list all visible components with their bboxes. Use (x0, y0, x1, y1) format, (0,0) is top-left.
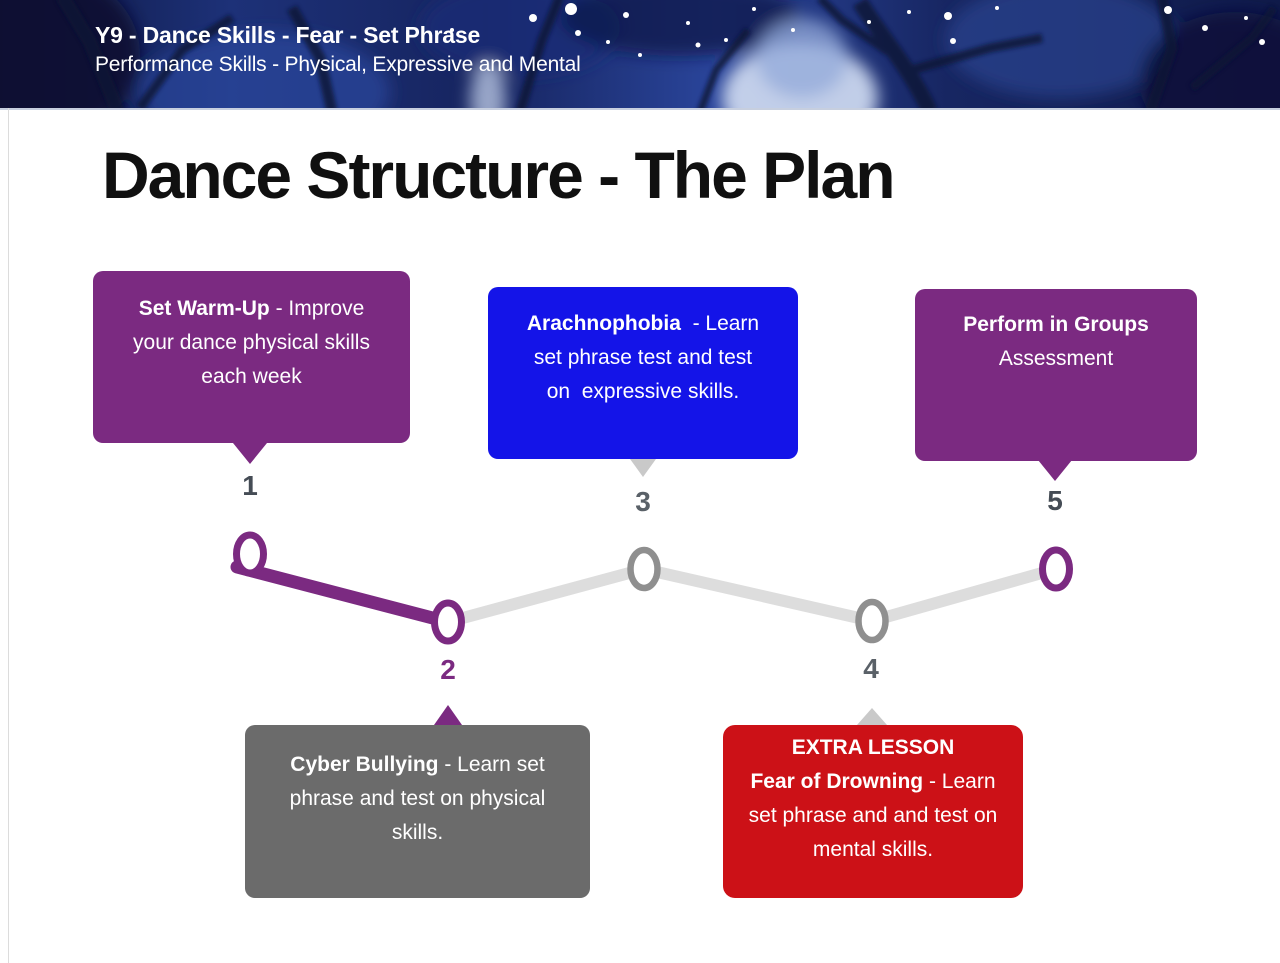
timeline-segment-gray (442, 562, 1062, 628)
callout-step-4: EXTRA LESSON Fear of Drowning - Learn set … (723, 725, 1023, 898)
paint-splatter-dots (450, 3, 1265, 57)
callout-text-line: Assessment (998, 347, 1114, 370)
header-watercolor-art (0, 0, 1280, 108)
callout-step-2: Cyber Bullying - Learn set phrase and tes… (245, 725, 590, 898)
slide-header-banner: Y9 - Dance Skills - Fear - Set Phrase Pe… (0, 0, 1280, 110)
step-number-3: 3 (635, 486, 651, 517)
callout-text-line: Fear of Drowning - Learn (750, 770, 996, 793)
timeline-node-3 (627, 546, 661, 592)
step-number-1: 1 (242, 470, 258, 501)
header-subtitle: Performance Skills - Physical, Expressiv… (95, 53, 581, 76)
callout-text-line: Cyber Bullying - Learn set (290, 753, 545, 776)
callout-text-line: skills. (391, 821, 444, 844)
step-number-4: 4 (863, 653, 879, 684)
callout-step-3: Arachnophobia - Learn set phrase test and… (488, 287, 798, 459)
callout-step-1: Set Warm-Up - Improve your dance physical… (93, 271, 410, 443)
callout-text-line: set phrase test and test (533, 346, 753, 369)
callout-text-line: on expressive skills. (546, 380, 740, 403)
callout-tail-2 (434, 705, 462, 725)
callout-text-line: each week (201, 365, 302, 388)
timeline-node-5 (1039, 546, 1073, 592)
timeline-node-4 (855, 598, 889, 644)
callout-text-line: Perform in Groups (963, 313, 1149, 336)
step-number-5: 5 (1047, 485, 1063, 516)
callout-tail-4 (857, 708, 887, 725)
step-number-2: 2 (440, 654, 456, 685)
callout-text-line: Arachnophobia - Learn (526, 312, 760, 335)
callout-text-line: mental skills. (812, 838, 934, 861)
timeline-node-2 (431, 599, 465, 645)
slide-canvas-edge (8, 108, 9, 963)
callout-text-line: your dance physical skills (133, 331, 370, 354)
callout-tail-1 (233, 443, 267, 464)
header-title: Y9 - Dance Skills - Fear - Set Phrase (95, 22, 481, 48)
page-title: Dance Structure - The Plan (102, 138, 896, 212)
timeline-segment-purple (230, 560, 455, 629)
callout-text-line: phrase and test on physical (289, 787, 546, 810)
callout-tail-5 (1038, 460, 1072, 481)
timeline-node-1 (233, 531, 267, 577)
callout-text-line: set phrase and and test on (748, 804, 998, 827)
callout-text-line: Set Warm-Up - Improve (138, 297, 365, 320)
callout-text-line: EXTRA LESSON (791, 736, 955, 759)
header-text-block: Y9 - Dance Skills - Fear - Set Phrase Pe… (95, 20, 581, 79)
callout-tail-3 (630, 459, 656, 477)
